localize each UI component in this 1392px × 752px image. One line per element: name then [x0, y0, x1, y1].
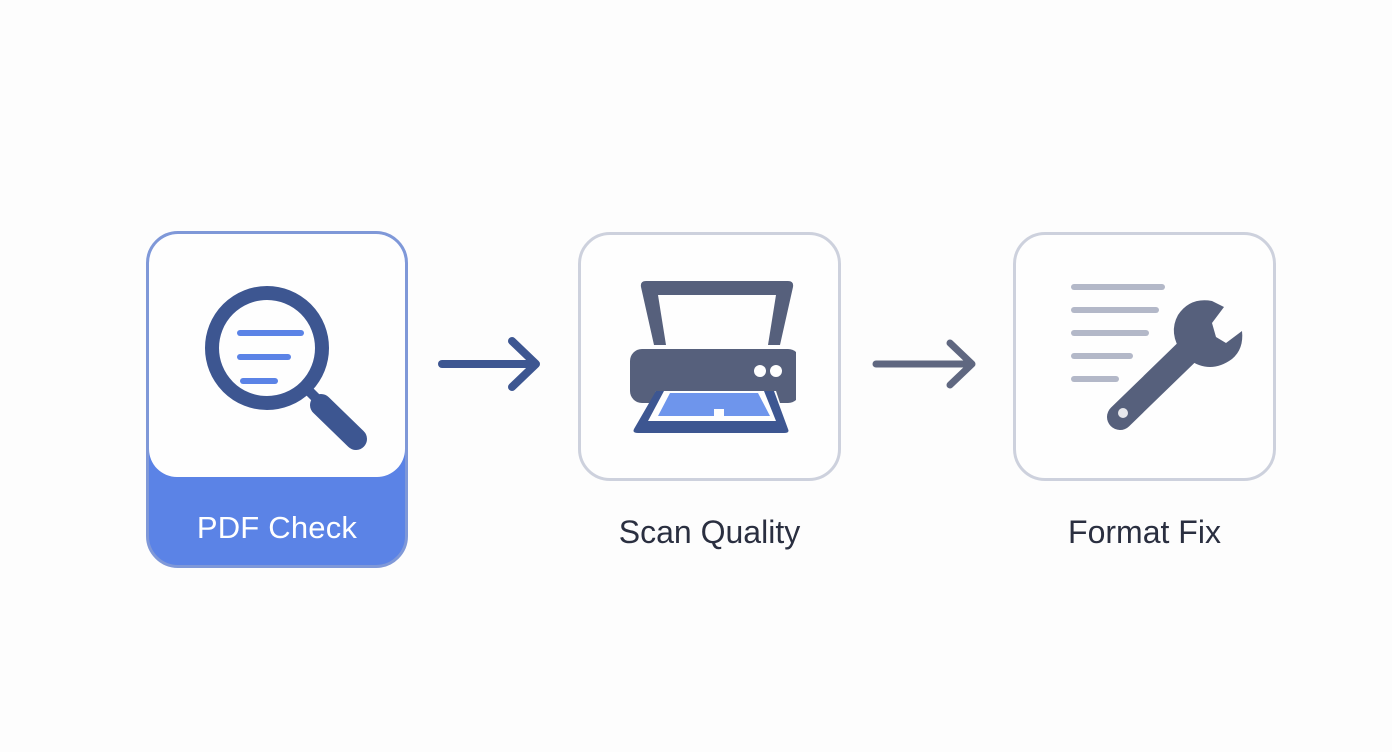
arrow-right-icon	[872, 339, 976, 389]
arrow-right-icon	[438, 337, 540, 391]
step-label: Format Fix	[1068, 514, 1221, 550]
scanner-icon	[630, 281, 796, 433]
step-label: PDF Check	[196, 510, 358, 545]
step-card-scan-quality[interactable]	[578, 232, 841, 481]
step-card-pdf-check[interactable]: PDF Check	[146, 231, 408, 568]
step-label: Scan Quality	[618, 514, 801, 550]
step-card-format-fix[interactable]	[1013, 232, 1276, 481]
wrench-document-icon	[1071, 284, 1243, 430]
magnifier-document-icon	[205, 286, 367, 450]
